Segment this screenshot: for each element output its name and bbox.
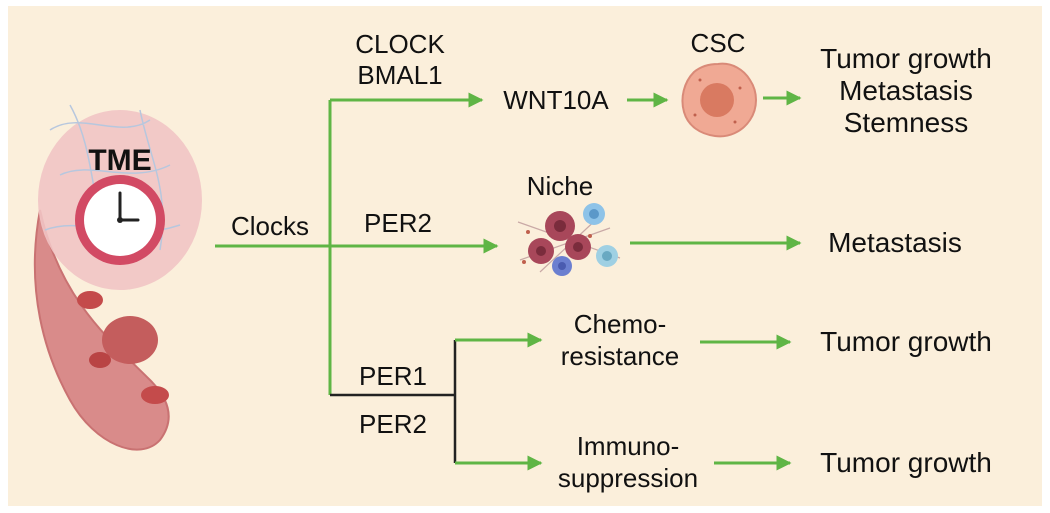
connectors (215, 90, 802, 471)
blood-vessel (33, 209, 170, 451)
wnt10a-label: WNT10A (503, 85, 609, 115)
red-blood-cell (89, 352, 111, 368)
outcome-metastasis: Metastasis (839, 75, 973, 106)
outcome-metastasis-middle: Metastasis (828, 227, 962, 258)
csc-label: CSC (691, 28, 746, 58)
tme-label: TME (88, 144, 151, 177)
gene-label-per2-bottom: PER2 (359, 409, 427, 439)
immunosuppression-line1: Immuno- (577, 431, 680, 461)
gene-label-per1: PER1 (359, 361, 427, 391)
outcome-stemness: Stemness (844, 107, 969, 138)
niche-label: Niche (527, 171, 593, 201)
outcome-tumor-growth-immuno: Tumor growth (820, 447, 992, 478)
niche-cells-icon (517, 203, 621, 276)
red-blood-cell (141, 386, 169, 404)
red-blood-cell (77, 291, 103, 309)
gene-label-clock: CLOCK (355, 29, 445, 59)
outcome-tumor-growth: Tumor growth (820, 43, 992, 74)
gene-label-per2: PER2 (364, 208, 432, 238)
tme-illustration: TME (33, 104, 202, 451)
stem-cell-icon (681, 62, 757, 138)
vessel-inner (102, 316, 158, 364)
chemoresistance-line1: Chemo- (574, 309, 666, 339)
clock-icon (75, 175, 165, 265)
outcome-tumor-growth-chemo: Tumor growth (820, 326, 992, 357)
chemoresistance-line2: resistance (561, 341, 680, 371)
gene-label-bmal1: BMAL1 (357, 60, 442, 90)
immunosuppression-line2: suppression (558, 463, 698, 493)
clocks-label: Clocks (231, 211, 309, 241)
